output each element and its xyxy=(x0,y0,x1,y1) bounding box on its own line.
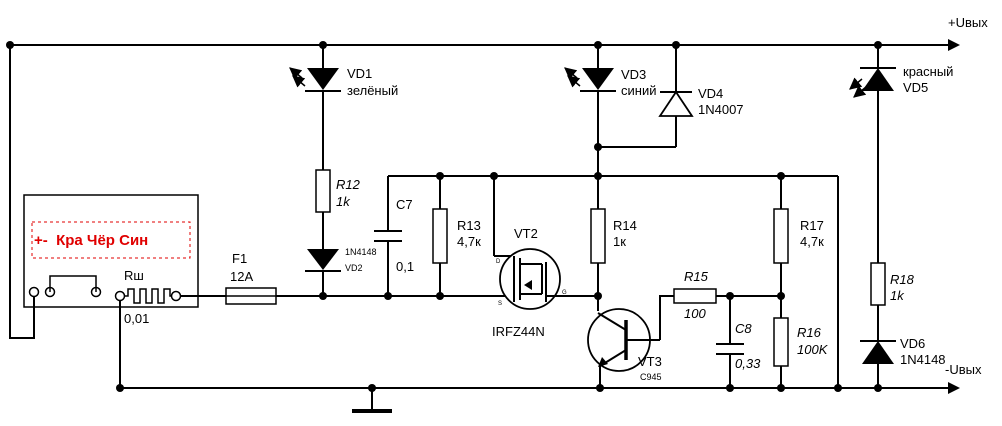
vd6-part: 1N4148 xyxy=(900,352,946,367)
resistor-r17 xyxy=(773,208,789,264)
vt2-part: IRFZ44N xyxy=(492,324,545,339)
vd2-name: VD2 xyxy=(345,263,363,273)
r13-value: 4,7к xyxy=(457,234,481,249)
vd2-part: 1N4148 xyxy=(345,247,377,257)
vd1-desc: зелёный xyxy=(347,83,398,98)
r15-value: 100 xyxy=(684,306,706,321)
r15-name: R15 xyxy=(684,269,709,284)
resistor-r12 xyxy=(315,169,331,213)
mosfet-vt2 xyxy=(499,248,598,310)
resistor-r14 xyxy=(590,208,606,264)
r14-name: R14 xyxy=(613,218,637,233)
top-rail xyxy=(10,39,960,51)
vd6-name: VD6 xyxy=(900,336,925,351)
r14-value: 1к xyxy=(613,234,626,249)
r12-name: R12 xyxy=(336,177,361,192)
diode-vd4 xyxy=(658,90,694,117)
r16-value: 100K xyxy=(797,342,829,357)
vd3-desc: синий xyxy=(621,83,656,98)
vd1-name: VD1 xyxy=(347,66,372,81)
r18-value: 1k xyxy=(890,288,905,303)
transistor-vt3 xyxy=(587,308,660,372)
resistor-r16 xyxy=(773,317,789,367)
r16-name: R16 xyxy=(797,325,822,340)
r12-value: 1k xyxy=(336,194,351,209)
meter-display-text: +- Кра Чёр Син xyxy=(34,232,148,249)
led-vd3 xyxy=(564,67,616,92)
vd4-name: VD4 xyxy=(698,86,723,101)
minus-output-label: -Uвых xyxy=(945,362,982,377)
plus-output-label: +Uвых xyxy=(948,15,988,30)
ground-symbol xyxy=(352,388,392,413)
fuse-name: F1 xyxy=(232,251,247,266)
shunt-value: 0,01 xyxy=(124,311,149,326)
vt3-name: VT3 xyxy=(638,354,662,369)
c7-value: 0,1 xyxy=(396,259,414,274)
shunt-resistor xyxy=(124,288,172,304)
led-vd5 xyxy=(849,67,896,98)
vt3-part: C945 xyxy=(640,372,662,382)
diode-vd6 xyxy=(860,340,896,364)
resistor-r18 xyxy=(870,262,886,306)
bottom-rail xyxy=(120,382,960,394)
r13-name: R13 xyxy=(457,218,481,233)
c8-name: C8 xyxy=(735,321,752,336)
meter-module: +- Кра Чёр Син xyxy=(23,194,199,308)
led-vd1 xyxy=(289,67,341,92)
vt2-pin-s: S xyxy=(498,301,502,307)
c7-name: C7 xyxy=(396,197,413,212)
capacitor-c8 xyxy=(716,343,744,355)
vd3-name: VD3 xyxy=(621,67,646,82)
diode-vd2 xyxy=(305,249,341,272)
r17-name: R17 xyxy=(800,218,824,233)
resistor-r13 xyxy=(432,208,448,264)
vt2-pin-g: G xyxy=(562,290,567,296)
vd5-name: VD5 xyxy=(903,80,928,95)
vd5-desc: красный xyxy=(903,64,953,79)
vt2-name: VT2 xyxy=(514,226,538,241)
shunt-name: Rш xyxy=(124,268,144,283)
capacitor-c7 xyxy=(374,230,402,242)
r18-name: R18 xyxy=(890,272,915,287)
resistor-r15 xyxy=(673,288,717,304)
r17-value: 4,7к xyxy=(800,234,824,249)
fuse-value: 12A xyxy=(230,269,253,284)
c8-value: 0,33 xyxy=(735,356,761,371)
vd4-part: 1N4007 xyxy=(698,102,744,117)
vt2-pin-d: D xyxy=(496,259,501,265)
